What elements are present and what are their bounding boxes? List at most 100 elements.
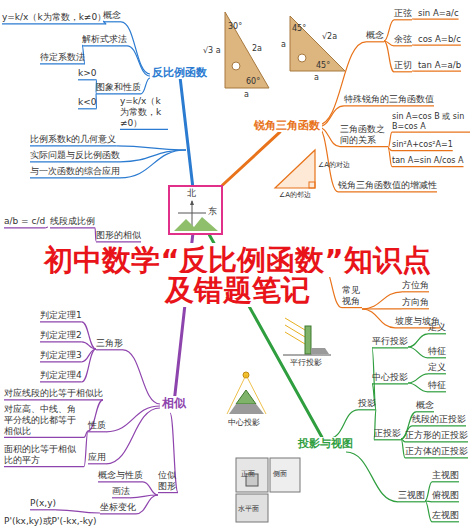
label-text: y=k/x（k为常数，k≠0） <box>2 12 106 22</box>
branch-label: 线段成比例 <box>50 216 95 227</box>
topic-text: 相似 <box>162 396 186 410</box>
branch-underline <box>40 341 82 342</box>
branch-label: 特殊锐角的三角函数值 <box>344 94 434 105</box>
branch-underline <box>344 105 434 106</box>
branch-label: 三视图 <box>398 490 425 501</box>
branch-underline <box>158 492 178 493</box>
set-square-30 <box>225 12 269 88</box>
label-text: 30° <box>228 22 242 31</box>
branch-underline <box>392 166 463 167</box>
label-text: 图象和性质 <box>96 82 141 92</box>
label-text: 常见视角 <box>342 285 360 306</box>
branch-label: 45° <box>316 61 330 71</box>
label-text: 画法 <box>112 486 130 496</box>
branch-label: P'(kx,ky)或P'(-kx,-ky) <box>4 516 97 527</box>
compass-axis <box>178 213 206 214</box>
branch-line <box>425 501 432 522</box>
label-text: sin²A+cos²A=1 <box>392 140 453 149</box>
branch-label: 正切 <box>394 60 412 71</box>
branch-label: √2a <box>322 32 337 42</box>
branch-underline <box>4 437 84 438</box>
label-text: 45° <box>316 61 330 70</box>
branch-label: 中心投影 <box>228 418 260 428</box>
label-text: 45° <box>292 24 306 33</box>
label-text: 应用 <box>88 452 106 462</box>
label-text: 三角形 <box>96 338 123 348</box>
branch-label: 平行投影 <box>290 358 322 368</box>
branch-label: 判定定理4 <box>40 370 82 381</box>
branch-underline <box>40 361 82 362</box>
branch-label: 常见视角 <box>342 285 362 307</box>
branch-underline <box>428 391 446 392</box>
branch-underline <box>100 513 136 514</box>
branch-underline <box>366 41 384 42</box>
branch-label: 三角形 <box>96 338 123 349</box>
branch-line <box>346 452 398 502</box>
branch-label: 面积的比等于相似比的平方 <box>4 444 84 466</box>
branch-underline <box>402 308 429 309</box>
set-square-hole <box>298 54 306 62</box>
label-text: 正方形的正投影 <box>405 430 468 440</box>
branch-underline <box>394 19 412 20</box>
branch-line <box>82 349 96 382</box>
branch-underline <box>40 321 82 322</box>
branch-label: a <box>281 40 286 50</box>
branch-label: 左视图 <box>432 510 459 521</box>
branch-underline <box>392 132 470 133</box>
label-text: 图形的相似 <box>96 230 141 240</box>
branch-line <box>170 413 178 493</box>
label-text: y=k/x（k为常数，k≠0） <box>120 96 161 128</box>
branch-label: a <box>314 73 319 83</box>
main-branch <box>180 79 192 185</box>
label-text: 判定定理2 <box>40 330 82 340</box>
post <box>305 326 311 354</box>
branch-label: 判定定理2 <box>40 330 82 341</box>
label-text: 比例系数k的几何意义 <box>30 134 116 144</box>
label-text: 性质 <box>88 420 106 430</box>
branch-underline <box>398 501 425 502</box>
branch-line <box>318 42 366 125</box>
branch-underline <box>394 45 412 46</box>
branch-underline <box>418 45 461 46</box>
branch-line <box>116 146 186 150</box>
branch-label: 画法 <box>112 486 130 497</box>
shadow <box>311 348 329 354</box>
label-text: 线段成比例 <box>50 216 95 226</box>
branch-underline <box>402 291 429 292</box>
topic-node: 投影与视图 <box>296 437 355 450</box>
pyramid <box>236 390 256 404</box>
page-title: 初中数学“反比例函数”知识点及错题笔记 <box>40 245 435 306</box>
branch-line <box>330 410 358 438</box>
branch-label: 应用 <box>88 452 106 463</box>
branch-label: 定义 <box>428 362 446 373</box>
branch-label: 三角函数之间的关系 <box>340 124 388 146</box>
label-text: 正切 <box>394 60 412 70</box>
label-text: 解析式求法 <box>82 34 127 44</box>
label-text: 方向角 <box>402 297 429 307</box>
title-text: 初中数学“反比例函数”知识点及错题笔记 <box>42 243 432 307</box>
label-text: 中心投影 <box>228 418 260 427</box>
branch-line <box>120 150 186 162</box>
branch-underline <box>30 145 116 146</box>
branch-label: 方位角 <box>402 280 429 291</box>
branch-line <box>45 226 48 228</box>
label-text: P'(kx,ky)或P'(-kx,-ky) <box>4 516 97 526</box>
branch-underline <box>112 497 130 498</box>
branch-underline <box>432 501 459 502</box>
branch-label: 性质 <box>88 420 106 431</box>
topic-text: 反比例函数 <box>152 66 207 79</box>
label-text: 线段的正投影 <box>412 414 466 424</box>
branch-line <box>82 342 96 349</box>
side-plane <box>270 458 300 492</box>
label-text: 正方体的正投影 <box>405 446 468 456</box>
branch-underline <box>432 481 459 482</box>
branch-label: 正弦 <box>394 8 412 19</box>
branch-underline <box>338 191 437 192</box>
branch-label: 45° <box>292 24 306 34</box>
branch-label: 正方体的正投影 <box>405 446 468 457</box>
label-text: 概念 <box>103 10 121 20</box>
branch-label: 30° <box>228 22 242 32</box>
label-text: 特征 <box>428 380 446 390</box>
branch-line <box>401 439 405 458</box>
label-text: 侧面 <box>273 470 287 478</box>
